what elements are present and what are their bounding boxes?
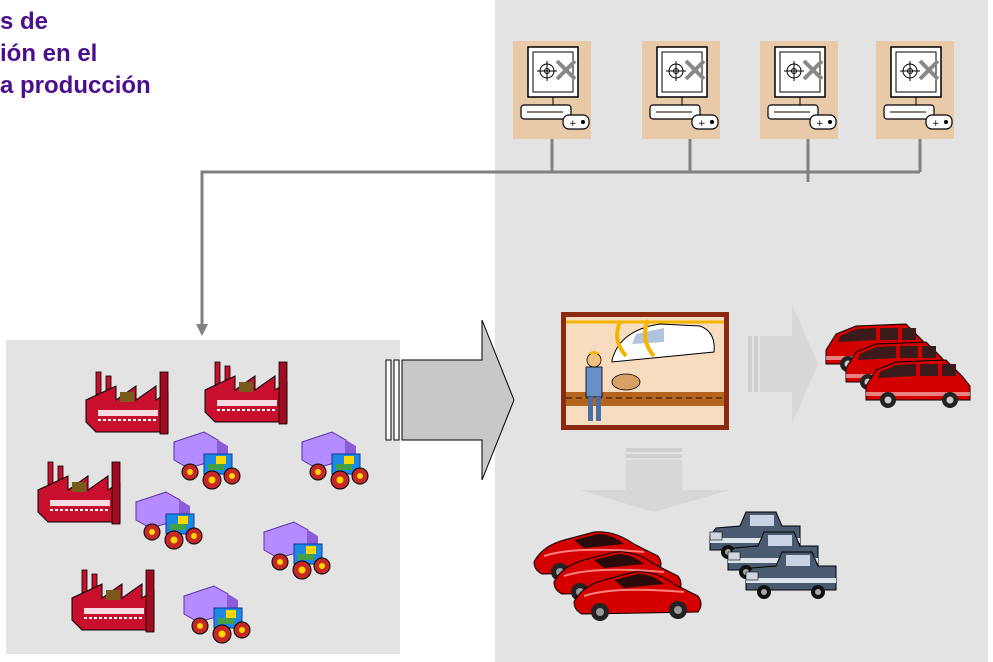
title-line-2: ión en el [0,40,98,67]
computer-icon [640,39,722,141]
factory-icon [204,361,288,425]
network-connector [200,139,922,326]
sports-cars-icon [533,530,702,622]
factory-icon [71,569,155,633]
minivans-icon [825,323,971,409]
computer-icon [758,39,840,141]
page-title: s de ión en el a producción [0,6,300,102]
factory-icon [85,371,169,435]
toy-truck-icon [135,491,203,550]
flow-arrow-right-icon [385,319,515,481]
assembly-line-icon [561,312,729,430]
title-line-3: a producción [0,72,151,99]
computer-icon [874,39,956,141]
flow-arrow-down-icon [580,448,730,512]
factory-icon [37,461,121,525]
flow-arrow-right-icon [748,304,818,424]
toy-truck-icon [173,431,241,490]
toy-truck-icon [301,431,369,490]
title-line-1: s de [0,8,49,35]
computer-icon [511,39,593,141]
toy-truck-icon [263,521,331,580]
toy-truck-icon [183,585,251,644]
pickup-trucks-icon [709,511,837,600]
arrow-down-icon [196,324,208,336]
